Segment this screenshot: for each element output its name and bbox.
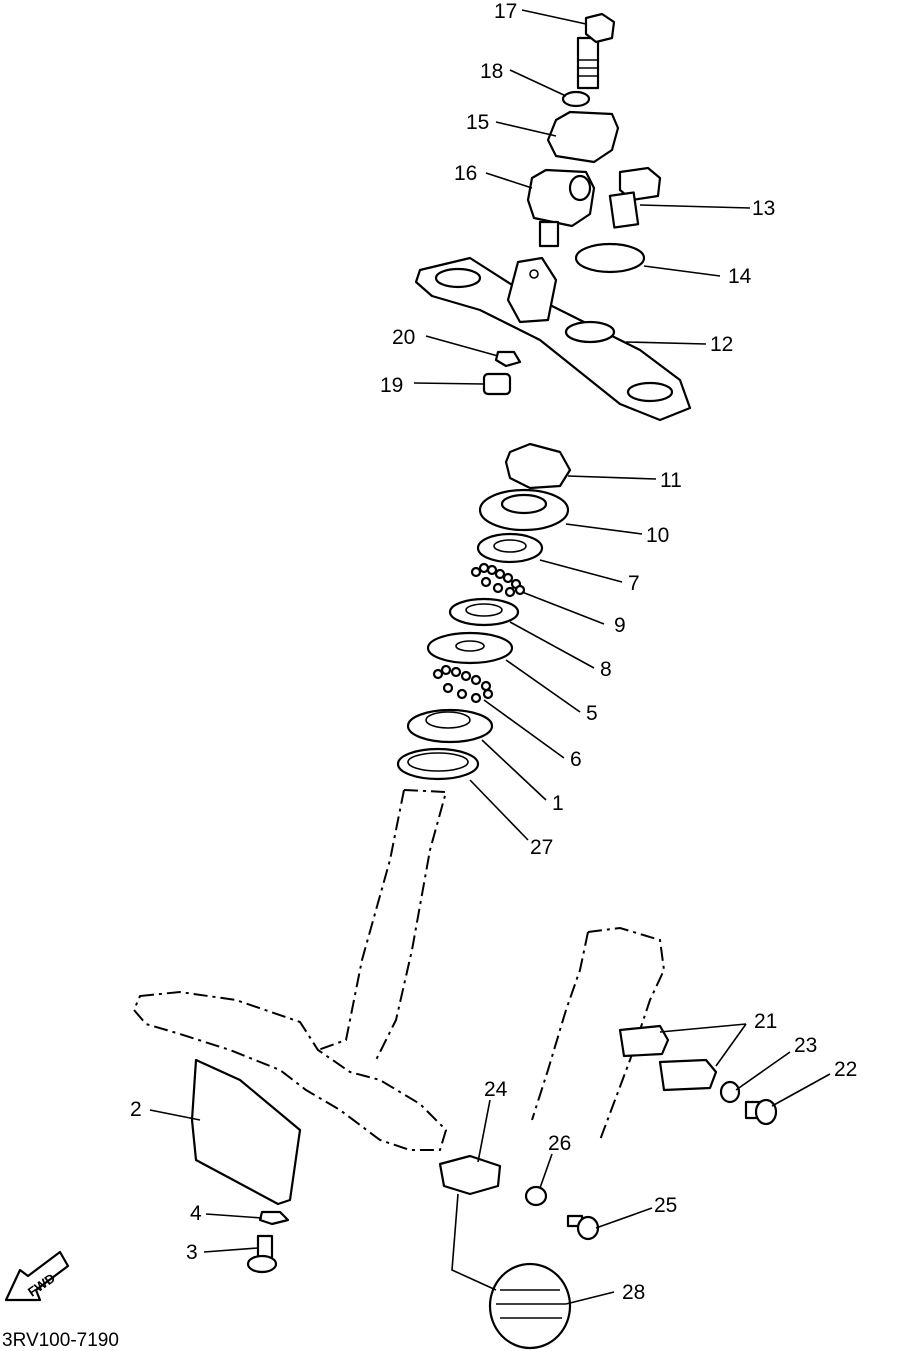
callout-14: 14 (728, 265, 752, 288)
callout-11: 11 (660, 469, 682, 492)
callout-28: 28 (622, 1281, 645, 1304)
part-17-bolt (576, 12, 616, 90)
part-14-washer (574, 242, 646, 274)
part-10-cover (478, 488, 570, 532)
callout-5: 5 (586, 702, 598, 725)
part-15-upper-holder (546, 110, 620, 164)
callout-9: 9 (614, 614, 626, 637)
callout-13: 13 (752, 197, 775, 220)
part-8-race (448, 597, 520, 627)
part-25-screw (566, 1214, 600, 1241)
callout-8: 8 (600, 658, 612, 681)
callout-15: 15 (466, 111, 489, 134)
part-7-race (476, 532, 544, 564)
part-3-screw (246, 1234, 278, 1274)
part-19-nut (482, 372, 512, 396)
fwd-arrow-icon: FWD (4, 1250, 70, 1302)
callout-23: 23 (794, 1034, 817, 1057)
part-23-washer (719, 1080, 741, 1104)
part-18-washer (561, 90, 591, 108)
part-13-bolt (608, 166, 662, 229)
part-12-crown (414, 256, 692, 422)
callout-27: 27 (530, 836, 553, 859)
part-2-guard (190, 1058, 302, 1206)
fork-tube-phantom (531, 926, 666, 1141)
part-27-seal (396, 747, 480, 781)
part-16-lower-holder (526, 168, 596, 248)
part-28-reflector (488, 1262, 572, 1350)
callout-18: 18 (480, 60, 503, 83)
callout-7: 7 (628, 572, 640, 595)
callout-22: 22 (834, 1058, 857, 1081)
part-22-bolt (744, 1098, 778, 1126)
leader-lines (149, 9, 831, 1305)
callout-25: 25 (654, 1194, 677, 1217)
callout-12: 12 (710, 333, 733, 356)
callout-24: 24 (484, 1078, 508, 1101)
callout-17: 17 (494, 0, 517, 23)
callout-16: 16 (454, 162, 477, 185)
callout-3: 3 (186, 1241, 198, 1264)
callout-4: 4 (190, 1202, 202, 1225)
part-26-washer (524, 1185, 548, 1207)
callout-19: 19 (380, 374, 403, 397)
part-5-washer (426, 631, 514, 665)
drawing-code: 3RV100-7190 (2, 1330, 119, 1351)
callout-26: 26 (548, 1132, 571, 1155)
part-20-clip (494, 350, 522, 368)
part-9-balls (470, 562, 526, 598)
callout-21: 21 (754, 1010, 777, 1033)
part-6-balls (432, 664, 494, 704)
part-1-race (406, 708, 494, 744)
callout-20: 20 (392, 326, 415, 349)
callout-6: 6 (570, 748, 582, 771)
under-bracket-stem (132, 789, 448, 1151)
part-21-clamps (618, 1024, 718, 1092)
part-24-bracket (438, 1154, 502, 1196)
callout-labels: 17 18 15 16 13 14 12 20 19 11 10 7 9 8 5… (130, 0, 857, 1304)
callout-1: 1 (552, 792, 564, 815)
part-4-clip (258, 1210, 290, 1226)
part-11-ring-nut (504, 442, 572, 490)
callout-10: 10 (646, 524, 669, 547)
callout-2: 2 (130, 1098, 142, 1121)
